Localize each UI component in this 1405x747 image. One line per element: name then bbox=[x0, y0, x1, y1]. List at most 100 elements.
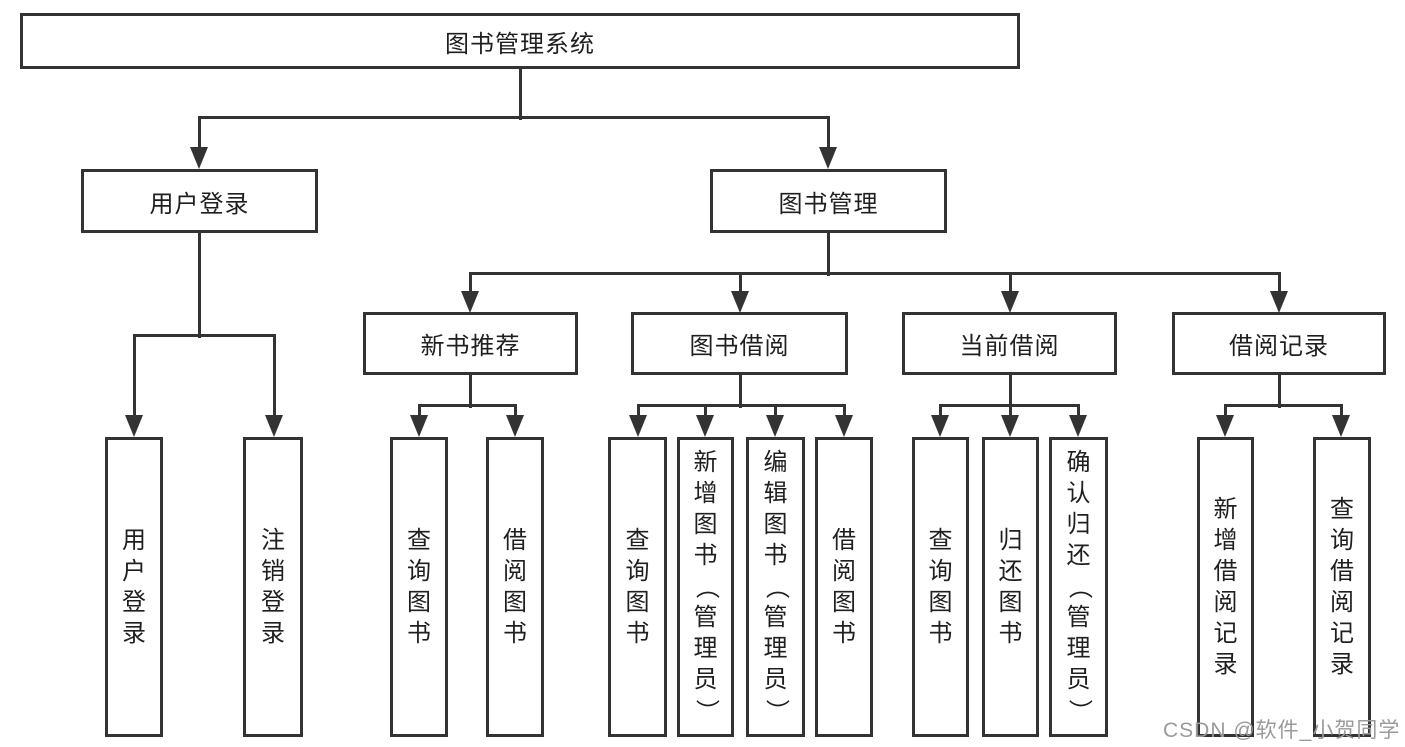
node-library-management-system: 图书管理系统 bbox=[20, 13, 1020, 69]
vertical-glyph: 理 bbox=[1066, 635, 1091, 662]
vertical-glyph: 登 bbox=[122, 588, 146, 616]
node-book-borrowing: 图书借阅 bbox=[631, 312, 848, 375]
watermark: CSDN @软件_小贺同学 bbox=[1163, 719, 1401, 742]
vertical-glyph: 确 bbox=[1066, 449, 1091, 476]
vertical-glyph: 询 bbox=[407, 557, 431, 585]
connector-drop bbox=[1076, 405, 1080, 417]
vertical-glyph: 员 bbox=[763, 666, 788, 693]
vertical-glyph: 查 bbox=[625, 526, 650, 554]
arrow-down-icon bbox=[1270, 291, 1288, 313]
leaf-query-books-recommend: 查询图书 bbox=[390, 437, 448, 737]
vertical-glyph: 图 bbox=[503, 588, 527, 616]
leaf-user-login: 用户登录 bbox=[105, 437, 163, 737]
vertical-glyph: 询 bbox=[625, 557, 650, 585]
connector-stem bbox=[197, 230, 201, 338]
connector-drop bbox=[842, 405, 846, 417]
arrow-down-icon bbox=[835, 415, 853, 437]
connector-stem bbox=[468, 373, 472, 408]
connector-drop bbox=[1339, 405, 1343, 417]
connector-stem bbox=[1277, 373, 1281, 408]
vertical-glyph: 查 bbox=[407, 526, 431, 554]
vertical-glyph: 书 bbox=[625, 619, 650, 647]
vertical-glyph: 图 bbox=[693, 511, 718, 538]
connector-drop bbox=[826, 117, 830, 149]
leaf-query-books-current: 查询图书 bbox=[912, 437, 969, 737]
vertical-glyph: 阅 bbox=[503, 557, 527, 585]
connector-stem bbox=[826, 230, 830, 276]
connector-bar bbox=[1223, 403, 1343, 407]
connector-drop bbox=[1008, 405, 1012, 417]
connector-drop bbox=[197, 117, 201, 149]
leaf-borrow-books: 借阅图书 bbox=[815, 437, 873, 737]
leaf-return-books: 归还图书 bbox=[982, 437, 1039, 737]
node-new-book-recommendation: 新书推荐 bbox=[363, 312, 578, 375]
arrow-down-icon bbox=[1001, 415, 1019, 437]
vertical-glyph: 书 bbox=[503, 619, 527, 647]
connector-stem bbox=[1008, 373, 1012, 408]
vertical-glyph: ） bbox=[692, 699, 720, 723]
vertical-glyph: 理 bbox=[693, 635, 718, 662]
vertical-glyph: 还 bbox=[998, 557, 1023, 585]
vertical-glyph: 录 bbox=[261, 619, 285, 647]
vertical-glyph: 书 bbox=[928, 619, 953, 647]
vertical-glyph: 记 bbox=[1213, 619, 1238, 647]
vertical-glyph: （ bbox=[762, 575, 790, 599]
vertical-glyph: 登 bbox=[261, 588, 285, 616]
vertical-glyph: 归 bbox=[1066, 511, 1091, 538]
arrow-down-icon bbox=[696, 415, 714, 437]
vertical-glyph: 询 bbox=[1330, 526, 1354, 554]
leaf-edit-books-admin: 编辑图书（管理员） bbox=[746, 437, 805, 737]
vertical-glyph: （ bbox=[1065, 575, 1093, 599]
arrow-down-icon bbox=[931, 415, 949, 437]
vertical-glyph: 员 bbox=[693, 666, 718, 693]
vertical-glyph: ） bbox=[762, 699, 790, 723]
vertical-glyph: 还 bbox=[1066, 542, 1091, 569]
vertical-glyph: 图 bbox=[832, 588, 856, 616]
vertical-glyph: 录 bbox=[1330, 650, 1354, 678]
vertical-glyph: 认 bbox=[1066, 480, 1091, 507]
connector-bar bbox=[417, 403, 517, 407]
connector-drop bbox=[1008, 273, 1012, 293]
vertical-glyph: （ bbox=[692, 575, 720, 599]
connector-drop bbox=[938, 405, 942, 417]
leaf-borrow-books-recommend: 借阅图书 bbox=[486, 437, 544, 737]
connector-drop bbox=[1223, 405, 1227, 417]
arrow-down-icon bbox=[731, 291, 749, 313]
connector-drop bbox=[417, 405, 421, 417]
vertical-glyph: 借 bbox=[832, 526, 856, 554]
connector-stem bbox=[738, 373, 742, 408]
vertical-glyph: ） bbox=[1065, 699, 1093, 723]
vertical-glyph: 图 bbox=[928, 588, 953, 616]
vertical-glyph: 编 bbox=[763, 449, 788, 476]
vertical-glyph: 借 bbox=[1213, 557, 1238, 585]
leaf-query-books-borrow: 查询图书 bbox=[608, 437, 667, 737]
vertical-glyph: 图 bbox=[763, 511, 788, 538]
vertical-glyph: 户 bbox=[122, 557, 146, 585]
vertical-glyph: 管 bbox=[1066, 604, 1091, 631]
node-user-login: 用户登录 bbox=[81, 169, 318, 233]
vertical-glyph: 录 bbox=[122, 619, 146, 647]
leaf-confirm-return-admin: 确认归还（管理员） bbox=[1049, 437, 1108, 737]
arrow-down-icon bbox=[629, 415, 647, 437]
arrow-down-icon bbox=[265, 415, 283, 437]
leaf-logout: 注销登录 bbox=[243, 437, 303, 737]
vertical-glyph: 归 bbox=[998, 526, 1023, 554]
connector-bar bbox=[468, 271, 1281, 275]
arrow-down-icon bbox=[506, 415, 524, 437]
connector-drop bbox=[636, 405, 640, 417]
vertical-glyph: 查 bbox=[928, 526, 953, 554]
connector-stem bbox=[518, 66, 522, 120]
vertical-glyph: 管 bbox=[693, 604, 718, 631]
arrow-down-icon bbox=[125, 415, 143, 437]
vertical-glyph: 阅 bbox=[832, 557, 856, 585]
vertical-glyph: 图 bbox=[407, 588, 431, 616]
vertical-glyph: 用 bbox=[122, 526, 146, 554]
vertical-glyph: 录 bbox=[1213, 650, 1238, 678]
vertical-glyph: 增 bbox=[693, 480, 718, 507]
vertical-glyph: 辑 bbox=[763, 480, 788, 507]
vertical-glyph: 记 bbox=[1330, 619, 1354, 647]
arrow-down-icon bbox=[819, 147, 837, 169]
vertical-glyph: 书 bbox=[407, 619, 431, 647]
node-current-borrowing: 当前借阅 bbox=[902, 312, 1117, 375]
